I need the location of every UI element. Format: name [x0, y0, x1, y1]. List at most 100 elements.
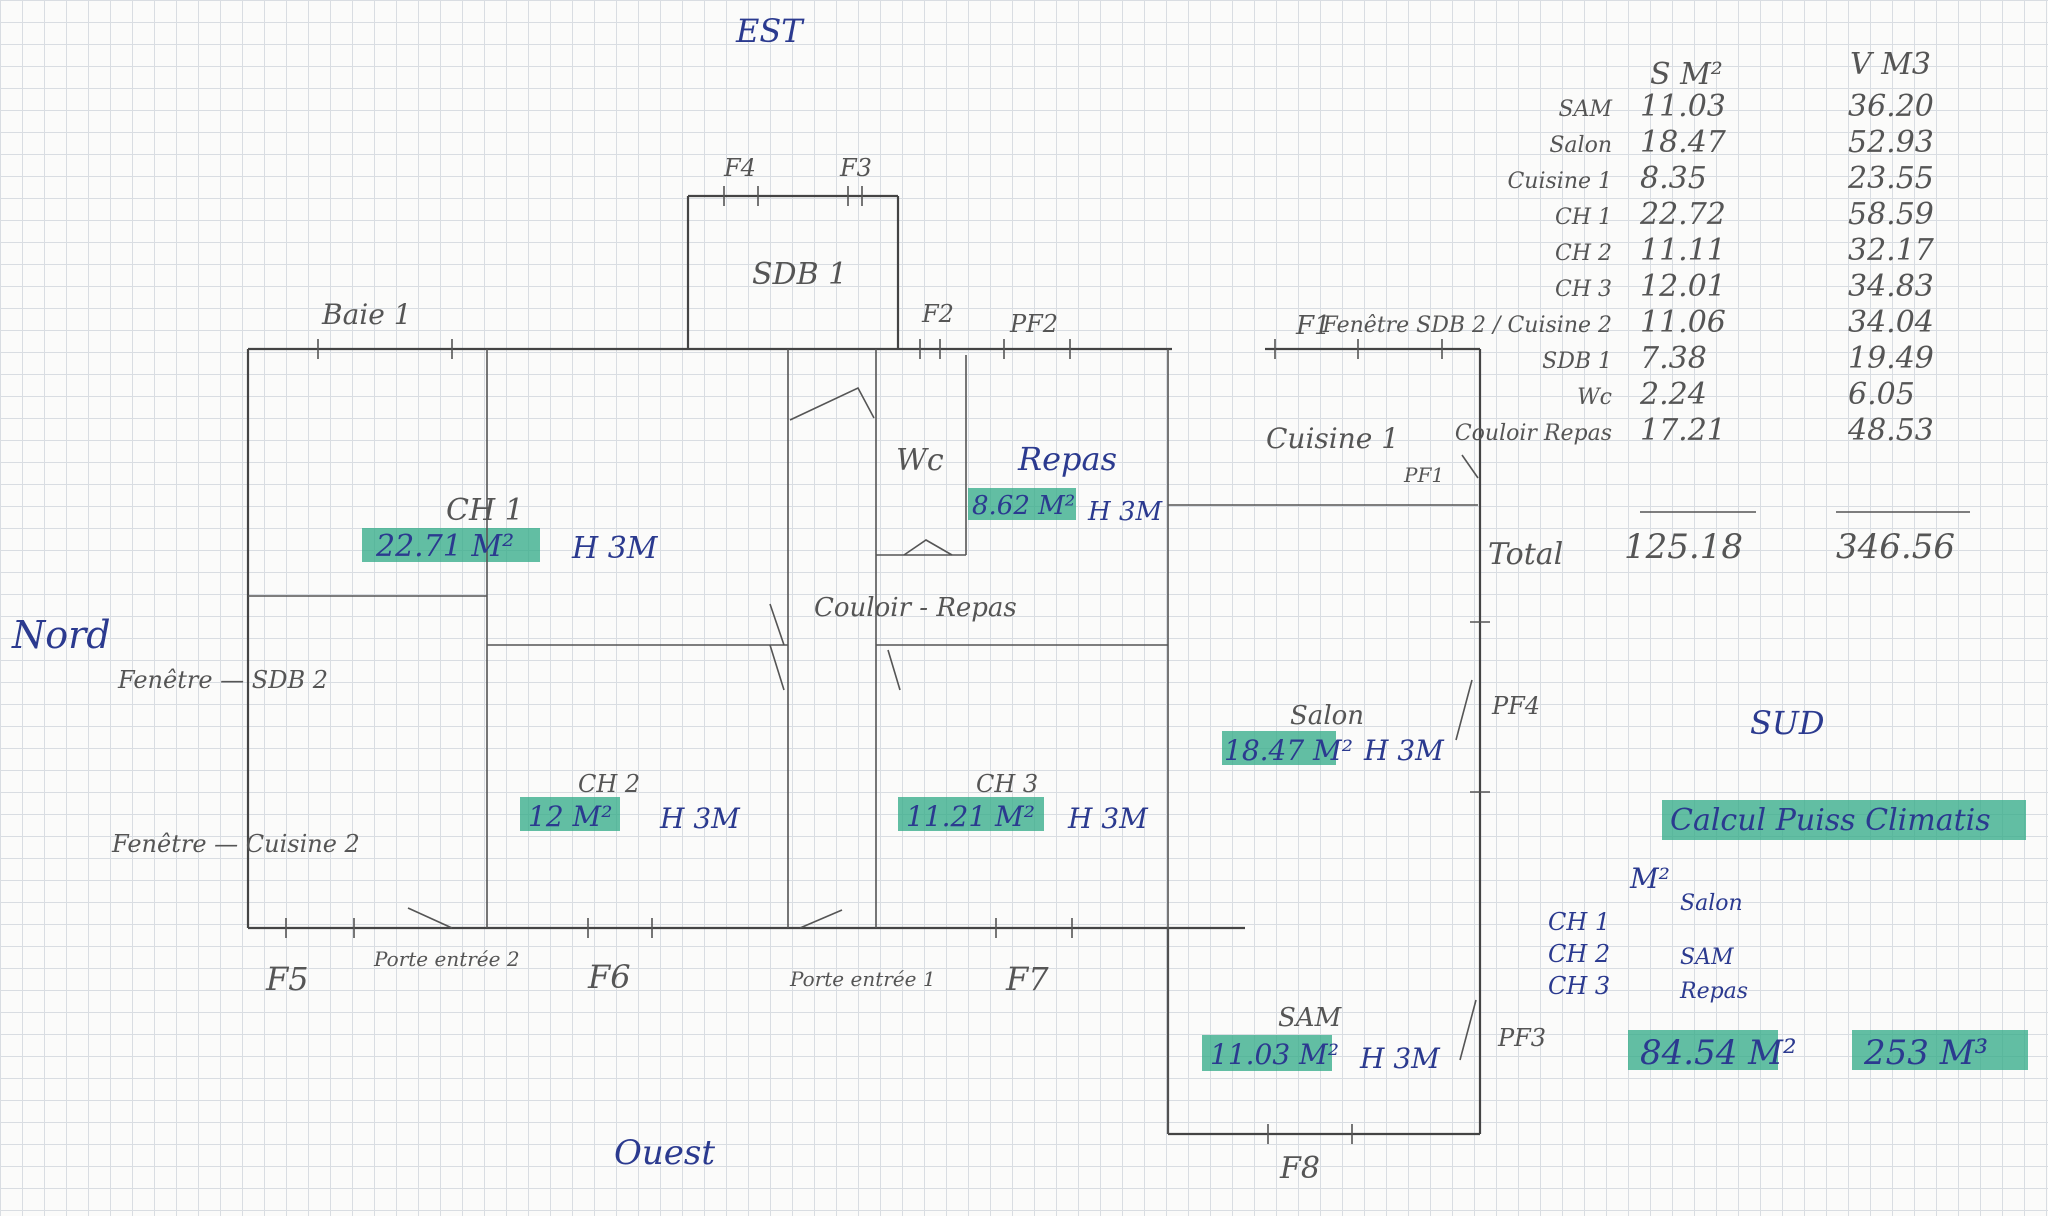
room-ch1-name: CH 1 — [446, 493, 524, 528]
calc-unit: M² — [1629, 862, 1670, 895]
table-row-1-s: 18.47 — [1640, 125, 1727, 160]
room-salon-name: Salon — [1290, 701, 1364, 731]
table-row-6-v: 34.04 — [1848, 305, 1934, 340]
room-salon-area: 18.47 M² — [1224, 734, 1353, 767]
table-row-0-label: SAM — [1559, 97, 1613, 122]
label-f3: F3 — [839, 154, 872, 182]
table-row-7-v: 19.49 — [1848, 341, 1934, 376]
table-row-2-s: 8.35 — [1640, 161, 1707, 196]
table-row-6-s: 11.06 — [1640, 305, 1726, 340]
label-f4: F4 — [723, 154, 756, 182]
table-row-4-v: 32.17 — [1848, 233, 1935, 268]
calc-left-1: CH 2 — [1548, 940, 1610, 968]
room-sam-name: SAM — [1278, 1003, 1343, 1033]
label-pf2: PF2 — [1009, 310, 1058, 338]
calc-area-total: 84.54 M² — [1640, 1033, 1797, 1073]
table-row-2-label: Cuisine 1 — [1507, 169, 1612, 194]
highlight-calc-title — [1662, 800, 2026, 840]
table-row-5-v: 34.83 — [1848, 269, 1934, 304]
highlight-ch3-area — [898, 797, 1044, 831]
table-row-5-label: CH 3 — [1555, 277, 1612, 302]
label-porte-entree-1: Porte entrée 1 — [789, 967, 936, 991]
room-repas-height: H 3M — [1087, 497, 1163, 527]
label-f8: F8 — [1279, 1151, 1320, 1186]
label-pf3: PF3 — [1497, 1024, 1546, 1052]
table-header-volume: V M3 — [1850, 47, 1931, 82]
table-row-9-v: 48.53 — [1847, 413, 1934, 448]
table-row-8-label: Wc — [1577, 385, 1612, 410]
table-total-label: Total — [1488, 537, 1563, 572]
climatisation-calc: Calcul Puiss Climatis M² CH 1 CH 2 CH 3 … — [1548, 803, 1991, 1073]
table-row-8-s: 2.24 — [1639, 377, 1707, 412]
table-row-3-s: 22.72 — [1639, 197, 1726, 232]
walls — [246, 186, 1490, 1144]
highlight-area-total — [1628, 1030, 1778, 1070]
label-f1: F1 — [1295, 311, 1331, 341]
room-cuisine-1: Cuisine 1 — [1266, 422, 1399, 455]
highlight-repas-area — [968, 488, 1076, 520]
room-repas-name: Repas — [1017, 440, 1117, 478]
calc-left-2: CH 3 — [1548, 972, 1610, 1000]
room-ch3-height: H 3M — [1067, 802, 1149, 835]
table-header-surface: S M² — [1650, 57, 1723, 92]
label-porte-entree-2: Porte entrée 2 — [373, 947, 520, 971]
highlight-ch2-area — [520, 797, 620, 831]
orientation-south: SUD — [1750, 704, 1825, 742]
table-row-7-label: SDB 1 — [1542, 349, 1612, 374]
table-row-2-v: 23.55 — [1847, 161, 1934, 196]
room-ch3-area: 11.21 M² — [906, 800, 1035, 833]
calc-volume-total: 253 M³ — [1863, 1033, 1988, 1073]
table-row-4-s: 11.11 — [1640, 233, 1726, 268]
calc-title: Calcul Puiss Climatis — [1670, 803, 1991, 838]
calc-right-1: SAM — [1680, 945, 1734, 970]
note-fenetre-sdb2: Fenêtre — SDB 2 — [117, 666, 328, 694]
table-row-8-v: 6.05 — [1848, 377, 1915, 412]
room-sam-area: 11.03 M² — [1210, 1038, 1339, 1071]
note-fenetre-cuisine2: Fenêtre — Cuisine 2 — [111, 830, 360, 858]
table-row-0-s: 11.03 — [1640, 89, 1726, 124]
room-repas-area: 8.62 M² — [972, 491, 1075, 521]
table-row-9-s: 17.21 — [1640, 413, 1726, 448]
room-ch1-area: 22.71 M² — [375, 529, 514, 564]
orientation-west: Ouest — [614, 1133, 715, 1173]
table-row-0-v: 36.20 — [1848, 89, 1934, 124]
table-row-7-s: 7.38 — [1640, 341, 1707, 376]
room-ch1-height: H 3M — [571, 531, 659, 566]
label-f5: F5 — [265, 960, 309, 998]
room-ch2-height: H 3M — [659, 802, 741, 835]
label-f6: F6 — [587, 958, 631, 996]
room-salon-height: H 3M — [1363, 734, 1445, 767]
label-f2: F2 — [921, 300, 954, 328]
table-row-5-s: 12.01 — [1640, 269, 1726, 304]
calc-right-2: Repas — [1679, 979, 1748, 1004]
highlight-salon-area — [1222, 731, 1336, 765]
highlight-ch1-area — [362, 528, 540, 562]
table-row-3-label: CH 1 — [1555, 205, 1612, 230]
room-ch2-area: 12 M² — [528, 800, 612, 833]
room-couloir-repas: Couloir - Repas — [814, 593, 1017, 623]
table-row-1-v: 52.93 — [1848, 125, 1934, 160]
table-total-volume: 346.56 — [1836, 527, 1955, 567]
calc-right-0: Salon — [1680, 891, 1743, 916]
room-ch3-name: CH 3 — [976, 770, 1038, 798]
room-wc: Wc — [896, 443, 944, 478]
table-row-6-label: Fenêtre SDB 2 / Cuisine 2 — [1322, 313, 1612, 338]
orientation-north: Nord — [11, 613, 111, 657]
room-ch2-name: CH 2 — [578, 770, 640, 798]
room-sam-height: H 3M — [1359, 1042, 1441, 1075]
highlight-volume-total — [1852, 1030, 2028, 1070]
table-row-3-v: 58.59 — [1848, 197, 1934, 232]
label-f7: F7 — [1005, 960, 1049, 998]
highlight-sam-area — [1202, 1035, 1332, 1071]
label-pf1: PF1 — [1403, 463, 1444, 487]
table-row-9-label: Couloir Repas — [1455, 421, 1612, 446]
label-baie-1: Baie 1 — [321, 298, 412, 331]
table-row-1-label: Salon — [1549, 133, 1612, 158]
label-pf4: PF4 — [1491, 692, 1540, 720]
room-sdb1: SDB 1 — [752, 257, 847, 292]
